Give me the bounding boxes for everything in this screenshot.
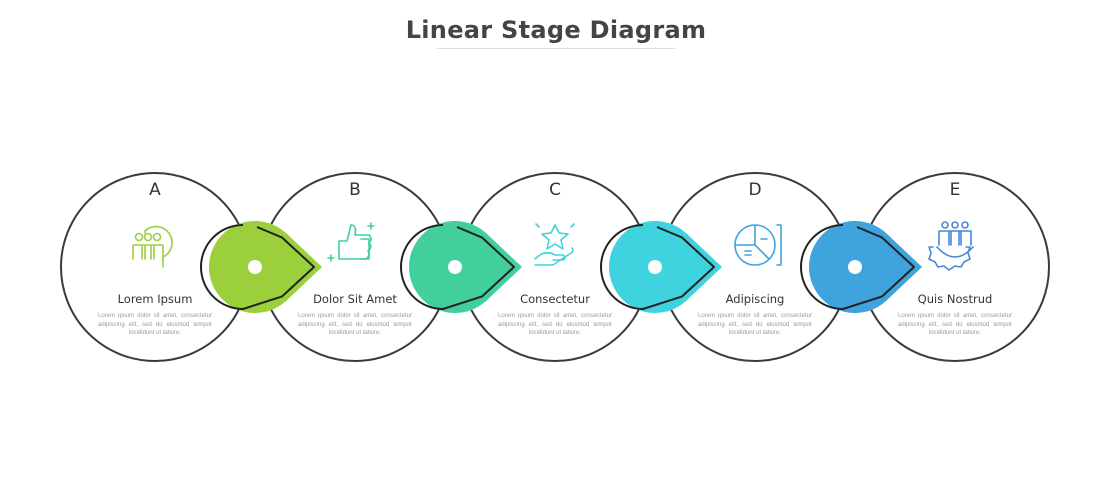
connector-teardrop [209,221,322,314]
connector-teardrop [809,221,922,314]
connector-4 [800,221,922,314]
stage-letter: C [549,180,561,200]
stage-letter: E [949,180,961,200]
connector-dot [248,260,262,274]
connector-3 [600,221,722,314]
team-head-icon [132,225,173,268]
connector-1 [200,221,322,314]
stage-heading: Dolor Sit Amet [313,292,397,306]
connector-outline [200,224,315,310]
connector-dot [648,260,662,274]
stage-letter: B [349,180,361,200]
stage-letter: A [149,180,161,200]
stage-heading: Adipiscing [725,292,785,306]
connector-teardrop [609,221,722,314]
stage-heading: Quis Nostrud [917,292,993,306]
stage-letter: D [748,180,762,200]
thumbs-up-icon [327,222,375,262]
star-hand-icon [534,223,575,266]
stage-heading: Consectetur [520,292,590,306]
connector-teardrop [409,221,522,314]
connector-outline [800,224,915,310]
connector-2 [400,221,522,314]
connector-dot [848,260,862,274]
stage-description: Lorem ipsum dolor sit amet, consectetur … [298,313,412,336]
page-title: Linear Stage Diagram [405,16,707,44]
connector-outline [600,224,715,310]
stage-description: Lorem ipsum dolor sit amet, consectetur … [698,313,812,336]
title-underline [437,48,675,49]
stage-description: Lorem ipsum dolor sit amet, consectetur … [98,313,212,336]
team-gear-icon [928,221,974,271]
stage-heading: Lorem Ipsum [117,292,193,306]
connector-dot [448,260,462,274]
stage-description: Lorem ipsum dolor sit amet, consectetur … [898,313,1012,336]
connector-outline [400,224,515,310]
pie-chart-icon [734,224,782,266]
stage-description: Lorem ipsum dolor sit amet, consectetur … [498,313,612,336]
